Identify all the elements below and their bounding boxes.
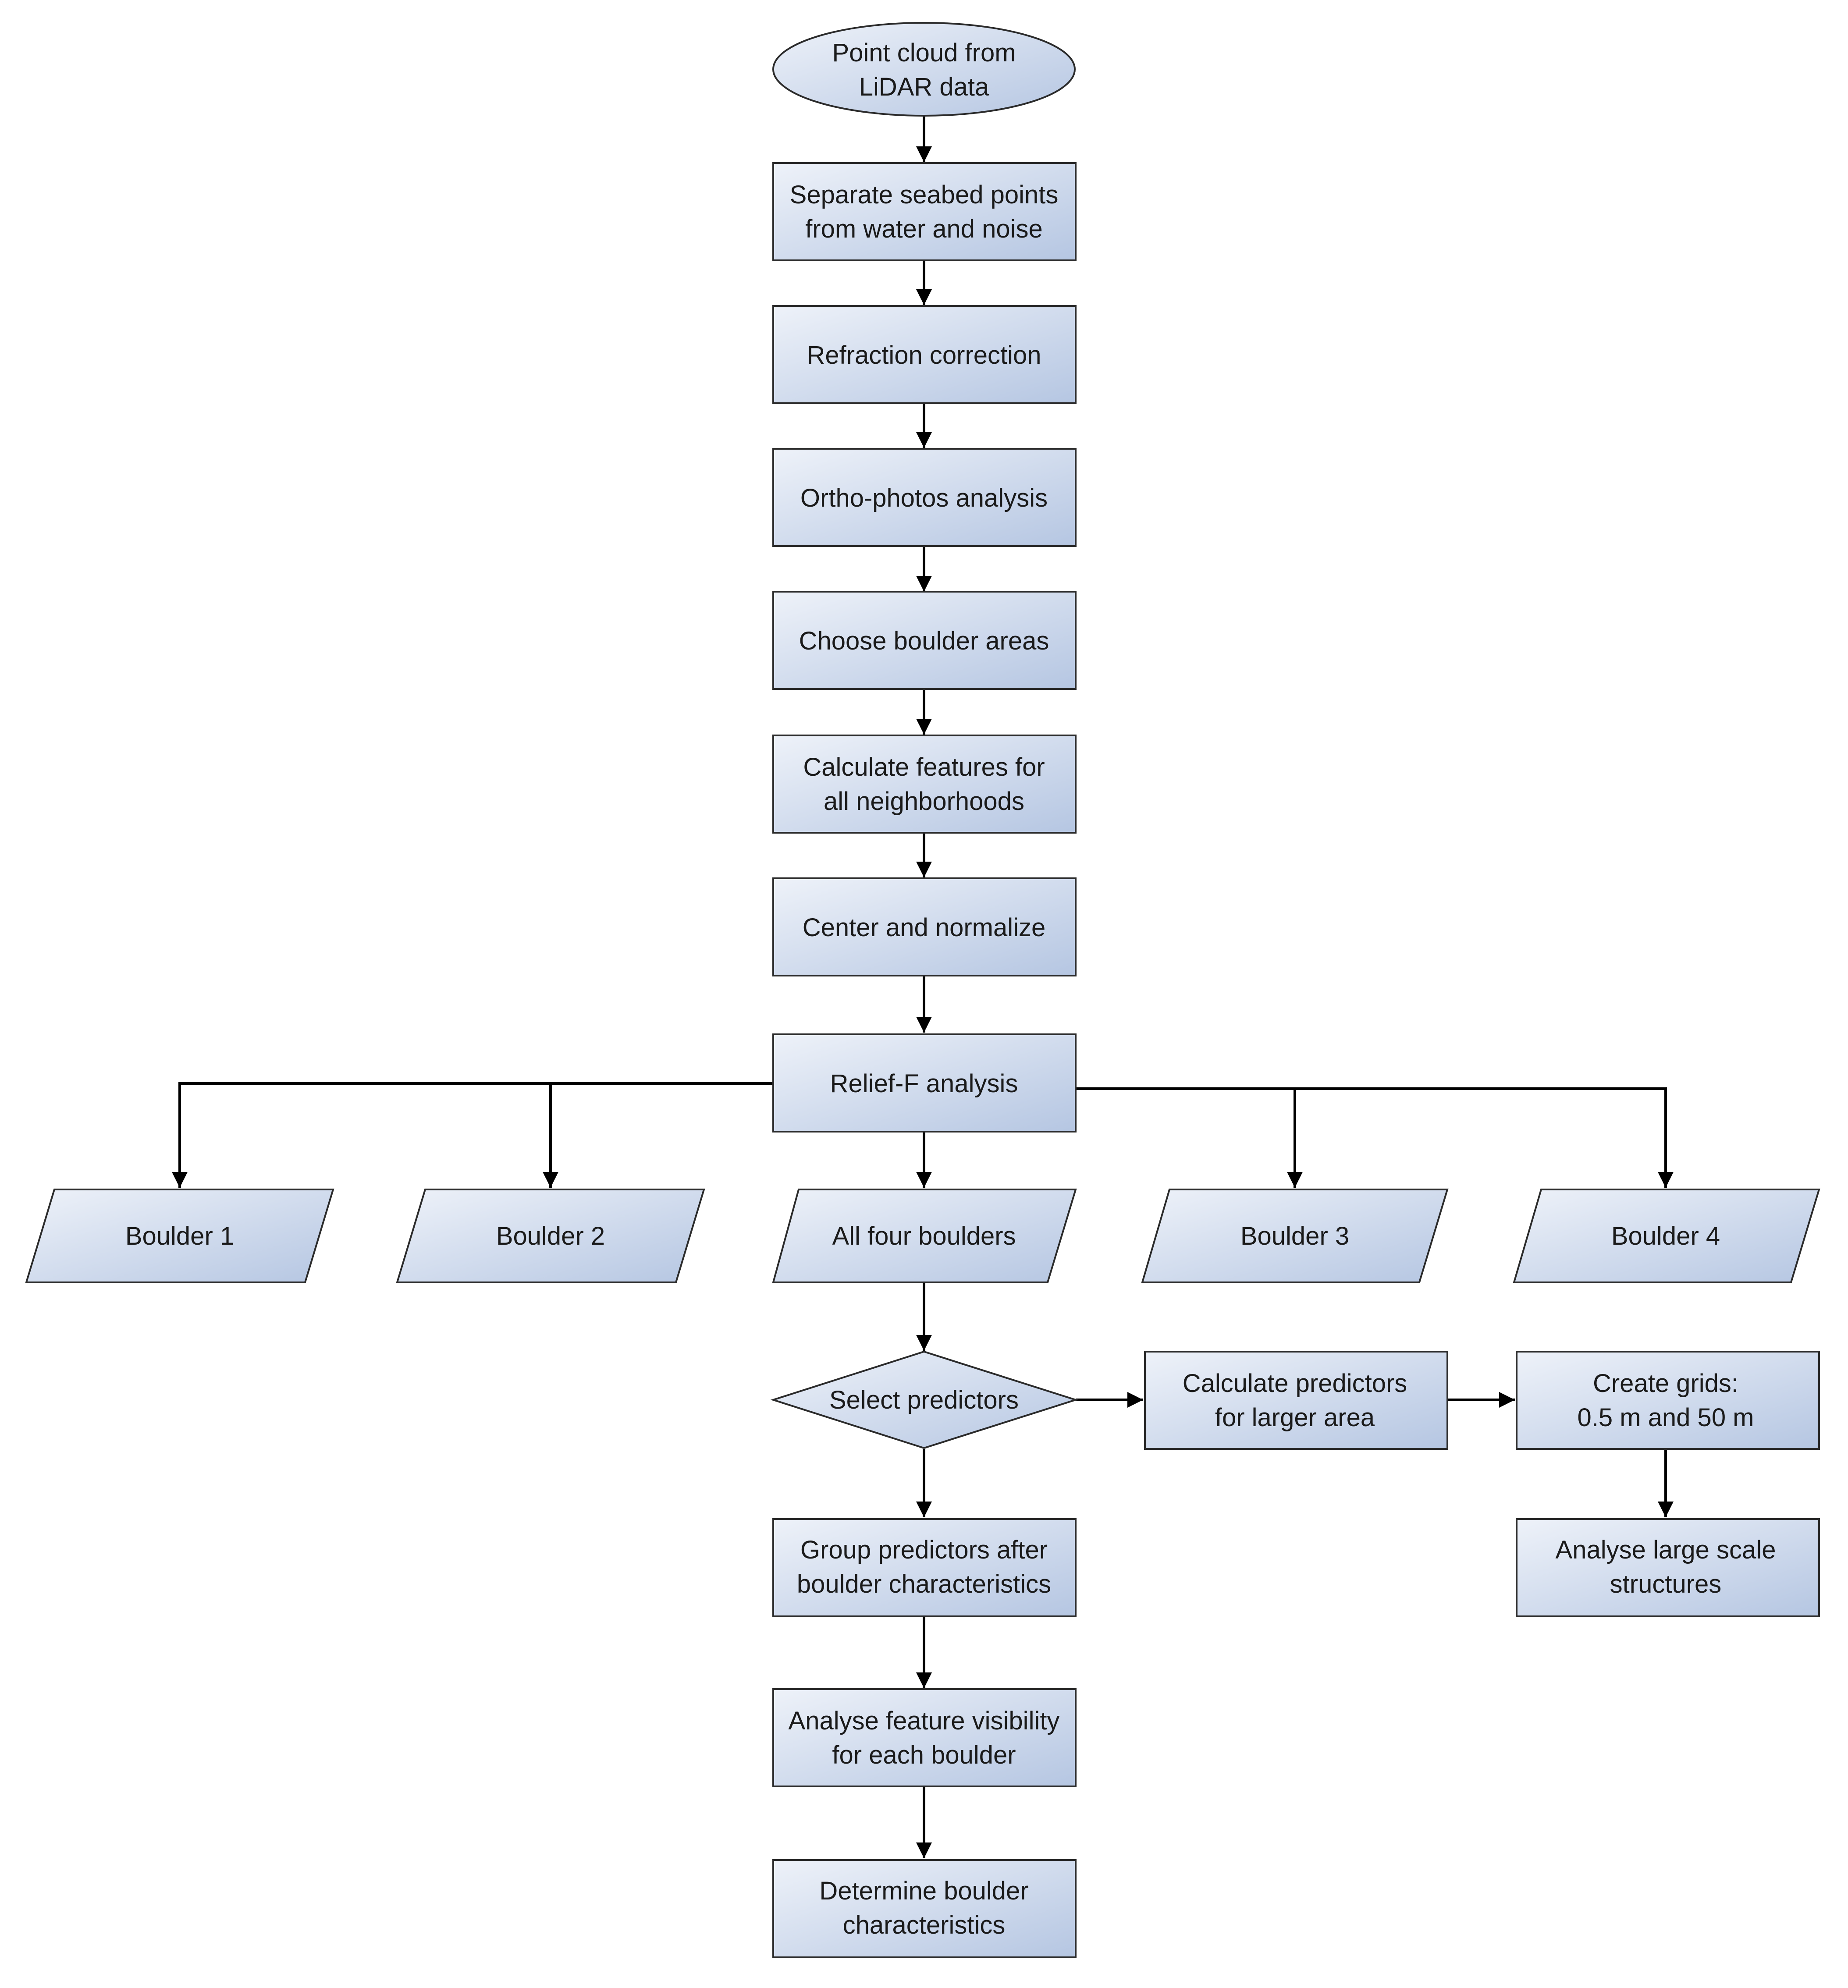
node-refraction-correction: Refraction correction bbox=[772, 305, 1077, 404]
node-text: Separate seabed points bbox=[790, 181, 1059, 209]
node-create-grids: Create grids: 0.5 m and 50 m bbox=[1516, 1351, 1820, 1450]
node-text: Determine boulder bbox=[819, 1877, 1028, 1905]
node-text: characteristics bbox=[843, 1911, 1006, 1939]
node-text: from water and noise bbox=[805, 215, 1043, 243]
svg-text:Boulder 1: Boulder 1 bbox=[125, 1222, 234, 1250]
node-text: Relief-F analysis bbox=[830, 1069, 1018, 1098]
node-text: structures bbox=[1610, 1570, 1722, 1598]
svg-text:Boulder 2: Boulder 2 bbox=[496, 1222, 605, 1250]
svg-text:Relief-F analysis: Relief-F analysis bbox=[830, 1069, 1018, 1098]
edge-n08-n09 bbox=[172, 1082, 773, 1188]
node-calculate-predictors: Calculate predictors for larger area bbox=[1144, 1351, 1448, 1450]
node-text: Refraction correction bbox=[807, 341, 1041, 369]
svg-text:Ortho-photos analysis: Ortho-photos analysis bbox=[800, 484, 1048, 512]
node-text: Boulder 3 bbox=[1240, 1222, 1349, 1250]
node-choose-boulder-areas: Choose boulder areas bbox=[772, 591, 1077, 690]
connectors bbox=[172, 116, 1674, 1858]
node-group-predictors: Group predictors after boulder characteri… bbox=[772, 1518, 1077, 1617]
node-text: Calculate predictors bbox=[1183, 1369, 1407, 1398]
node-text: 0.5 m and 50 m bbox=[1578, 1403, 1754, 1432]
node-text: Point cloud from bbox=[832, 39, 1016, 67]
node-analyse-feature-visibility: Analyse feature visibility for each bould… bbox=[772, 1688, 1077, 1787]
node-text: Boulder 2 bbox=[496, 1222, 605, 1250]
node-text: Calculate features for bbox=[803, 753, 1045, 781]
node-select-predictors: Select predictors bbox=[770, 1350, 1079, 1449]
node-text: Choose boulder areas bbox=[799, 627, 1049, 655]
node-text: Group predictors after bbox=[800, 1536, 1048, 1564]
svg-text:Boulder 3: Boulder 3 bbox=[1240, 1222, 1349, 1250]
node-separate-seabed: Separate seabed points from water and noi… bbox=[772, 162, 1077, 261]
node-text: Center and normalize bbox=[803, 913, 1046, 942]
node-text: boulder characteristics bbox=[797, 1570, 1051, 1598]
node-all-four-boulders: All four boulders bbox=[772, 1189, 1077, 1283]
node-boulder-3: Boulder 3 bbox=[1141, 1189, 1449, 1283]
node-text: Boulder 4 bbox=[1611, 1222, 1720, 1250]
svg-text:All four boulders: All four boulders bbox=[832, 1222, 1016, 1250]
svg-text:Create grids:0.5 m and 50 m: Create grids: 0.5 m and 50 m bbox=[1578, 1369, 1754, 1432]
svg-text:Boulder 4: Boulder 4 bbox=[1611, 1222, 1720, 1250]
node-boulder-1: Boulder 1 bbox=[25, 1189, 334, 1283]
node-text: for larger area bbox=[1215, 1403, 1375, 1432]
svg-text:Select predictors: Select predictors bbox=[829, 1386, 1019, 1414]
node-text: LiDAR data bbox=[859, 73, 989, 101]
node-boulder-2: Boulder 2 bbox=[396, 1189, 705, 1283]
node-text: Analyse large scale bbox=[1556, 1536, 1776, 1564]
svg-text:Center and normalize: Center and normalize bbox=[803, 913, 1046, 942]
node-ortho-photos: Ortho-photos analysis bbox=[772, 448, 1077, 547]
node-text: Boulder 1 bbox=[125, 1222, 234, 1250]
svg-text:Refraction correction: Refraction correction bbox=[807, 341, 1041, 369]
node-calculate-features: Calculate features for all neighborhoods bbox=[772, 735, 1077, 834]
node-boulder-4: Boulder 4 bbox=[1513, 1189, 1820, 1283]
node-relief-f: Relief-F analysis bbox=[772, 1033, 1077, 1132]
node-center-normalize: Center and normalize bbox=[772, 877, 1077, 976]
edge-n08-n12 bbox=[1076, 1087, 1674, 1188]
node-text: Create grids: bbox=[1593, 1369, 1738, 1398]
node-determine-boulder-characteristics: Determine boulder characteristics bbox=[772, 1859, 1077, 1958]
node-text: Ortho-photos analysis bbox=[800, 484, 1048, 512]
svg-text:Choose boulder areas: Choose boulder areas bbox=[799, 627, 1049, 655]
node-text: All four boulders bbox=[832, 1222, 1016, 1250]
node-analyse-large-scale: Analyse large scale structures bbox=[1516, 1518, 1820, 1617]
node-text: all neighborhoods bbox=[824, 787, 1024, 816]
node-text: Analyse feature visibility bbox=[789, 1707, 1060, 1735]
node-text: Select predictors bbox=[829, 1386, 1019, 1414]
node-text: for each boulder bbox=[832, 1741, 1016, 1769]
